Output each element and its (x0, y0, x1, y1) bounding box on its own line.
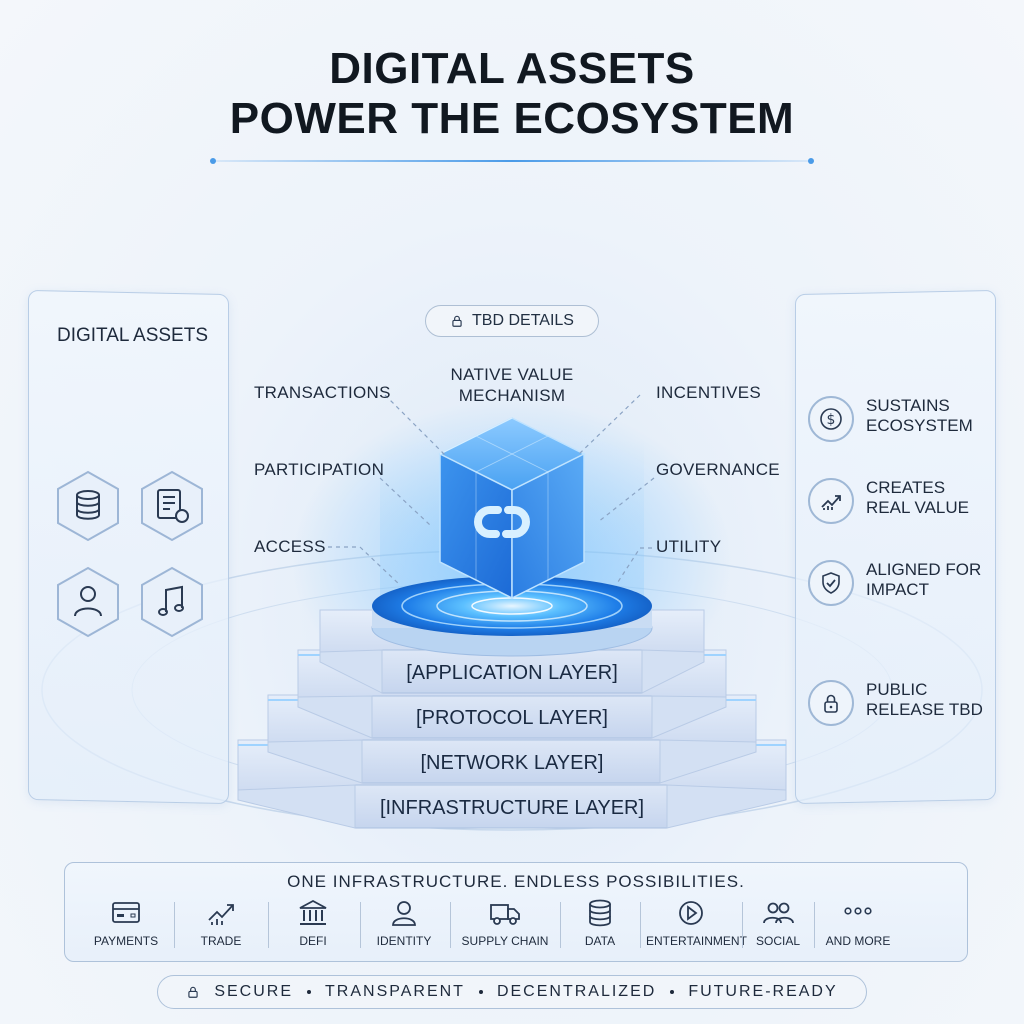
use-case-entertainment[interactable]: ENTERTAINMENT (646, 898, 747, 958)
use-case-divider (268, 902, 269, 948)
svg-text:$: $ (827, 412, 836, 428)
use-case-divider (450, 902, 451, 948)
benefit-line2: REAL VALUE (866, 498, 969, 517)
label-utility: UTILITY (656, 537, 722, 556)
use-case-label: IDENTITY (376, 934, 432, 948)
layer-infrastructure: [INFRASTRUCTURE LAYER] (379, 797, 645, 819)
use-cases-title: ONE INFRASTRUCTURE. ENDLESS POSSIBILITIE… (287, 872, 745, 891)
glowing-platform (371, 576, 653, 657)
use-case-label: DEFI (299, 934, 327, 948)
digital-assets-title: DIGITAL ASSETS (57, 325, 208, 346)
separator-dot (670, 990, 675, 994)
use-case-label: ENTERTAINMENT (646, 934, 747, 948)
title-divider (210, 158, 814, 164)
core-label-line1: NATIVE VALUE (450, 365, 574, 384)
user-icon (56, 566, 120, 638)
chart-up-icon (808, 478, 854, 524)
layer-application: [APPLICATION LAYER] (406, 662, 618, 684)
use-case-divider (560, 902, 561, 948)
use-case-payments[interactable]: PAYMENTS (92, 898, 160, 958)
label-incentives: INCENTIVES (656, 383, 762, 402)
benefit-line1: PUBLIC (866, 680, 928, 699)
use-case-divider (360, 902, 361, 948)
tagline-future-ready: FUTURE-READY (688, 983, 838, 1000)
benefit-line1: ALIGNED FOR (866, 560, 982, 579)
play-icon (679, 901, 703, 925)
truck-icon (490, 904, 520, 925)
benefit-line1: CREATES (866, 478, 946, 497)
use-case-label: AND MORE (825, 934, 891, 948)
core-cube (438, 417, 586, 600)
card-icon (112, 902, 140, 923)
use-case-divider (814, 902, 815, 948)
trend-icon (208, 904, 234, 925)
tbd-details-pill[interactable]: TBD DETAILS (425, 305, 599, 337)
benefit-line2: ECOSYSTEM (866, 416, 973, 435)
use-case-label: PAYMENTS (93, 934, 159, 948)
connector-lines (328, 394, 655, 586)
tagline-bar: SECURE TRANSPARENT DECENTRALIZED FUTURE-… (157, 975, 867, 1009)
database-icon (56, 470, 120, 542)
use-case-divider (742, 902, 743, 948)
lock-icon (808, 680, 854, 726)
pill-label: TBD DETAILS (472, 312, 574, 329)
use-case-label: TRADE (200, 934, 242, 948)
shield-check-icon (808, 560, 854, 606)
core-label: NATIVE VALUE MECHANISM (432, 364, 592, 406)
database-icon (589, 899, 611, 927)
dollar-icon: $ (808, 396, 854, 442)
use-case-divider (174, 902, 175, 948)
use-case-social[interactable]: SOCIAL (750, 898, 806, 958)
title-line-1: DIGITAL ASSETS (329, 44, 695, 93)
use-case-supply-chain[interactable]: SUPPLY CHAIN (460, 898, 550, 958)
label-transactions: TRANSACTIONS (254, 383, 391, 402)
use-case-divider (640, 902, 641, 948)
lock-icon (452, 315, 462, 327)
use-case-label: SOCIAL (755, 934, 800, 948)
core-label-line2: MECHANISM (458, 386, 566, 405)
lock-icon (188, 986, 198, 998)
label-participation: PARTICIPATION (254, 460, 385, 479)
benefit-line1: SUSTAINS (866, 396, 950, 415)
document-icon (140, 470, 204, 542)
separator-dot (307, 990, 312, 994)
use-case-label: SUPPLY CHAIN (461, 934, 549, 948)
person-icon (392, 901, 416, 926)
use-case-and-more[interactable]: AND MORE (824, 898, 892, 958)
use-case-defi[interactable]: DEFI (283, 898, 343, 958)
benefit-line2: RELEASE TBD (866, 700, 983, 719)
bank-icon (299, 899, 327, 925)
layer-protocol: [PROTOCOL LAYER] (416, 707, 608, 729)
tagline-decentralized: DECENTRALIZED (496, 983, 657, 1000)
label-governance: GOVERNANCE (656, 460, 780, 479)
tagline-secure: SECURE (214, 983, 294, 1000)
benefit-line2: IMPACT (866, 580, 929, 599)
label-access: ACCESS (254, 537, 326, 556)
more-icon (844, 907, 872, 915)
people-icon (763, 902, 794, 924)
title-line-2: POWER THE ECOSYSTEM (229, 94, 795, 143)
use-case-data[interactable]: DATA (572, 898, 628, 958)
use-case-trade[interactable]: TRADE (190, 898, 252, 958)
tagline-transparent: TRANSPARENT (325, 983, 465, 1000)
layer-network: [NETWORK LAYER] (420, 752, 604, 774)
music-note-icon (140, 566, 204, 638)
link-icon (474, 506, 530, 538)
separator-dot (478, 990, 483, 994)
use-case-identity[interactable]: IDENTITY (372, 898, 436, 958)
use-case-label: DATA (584, 934, 616, 948)
